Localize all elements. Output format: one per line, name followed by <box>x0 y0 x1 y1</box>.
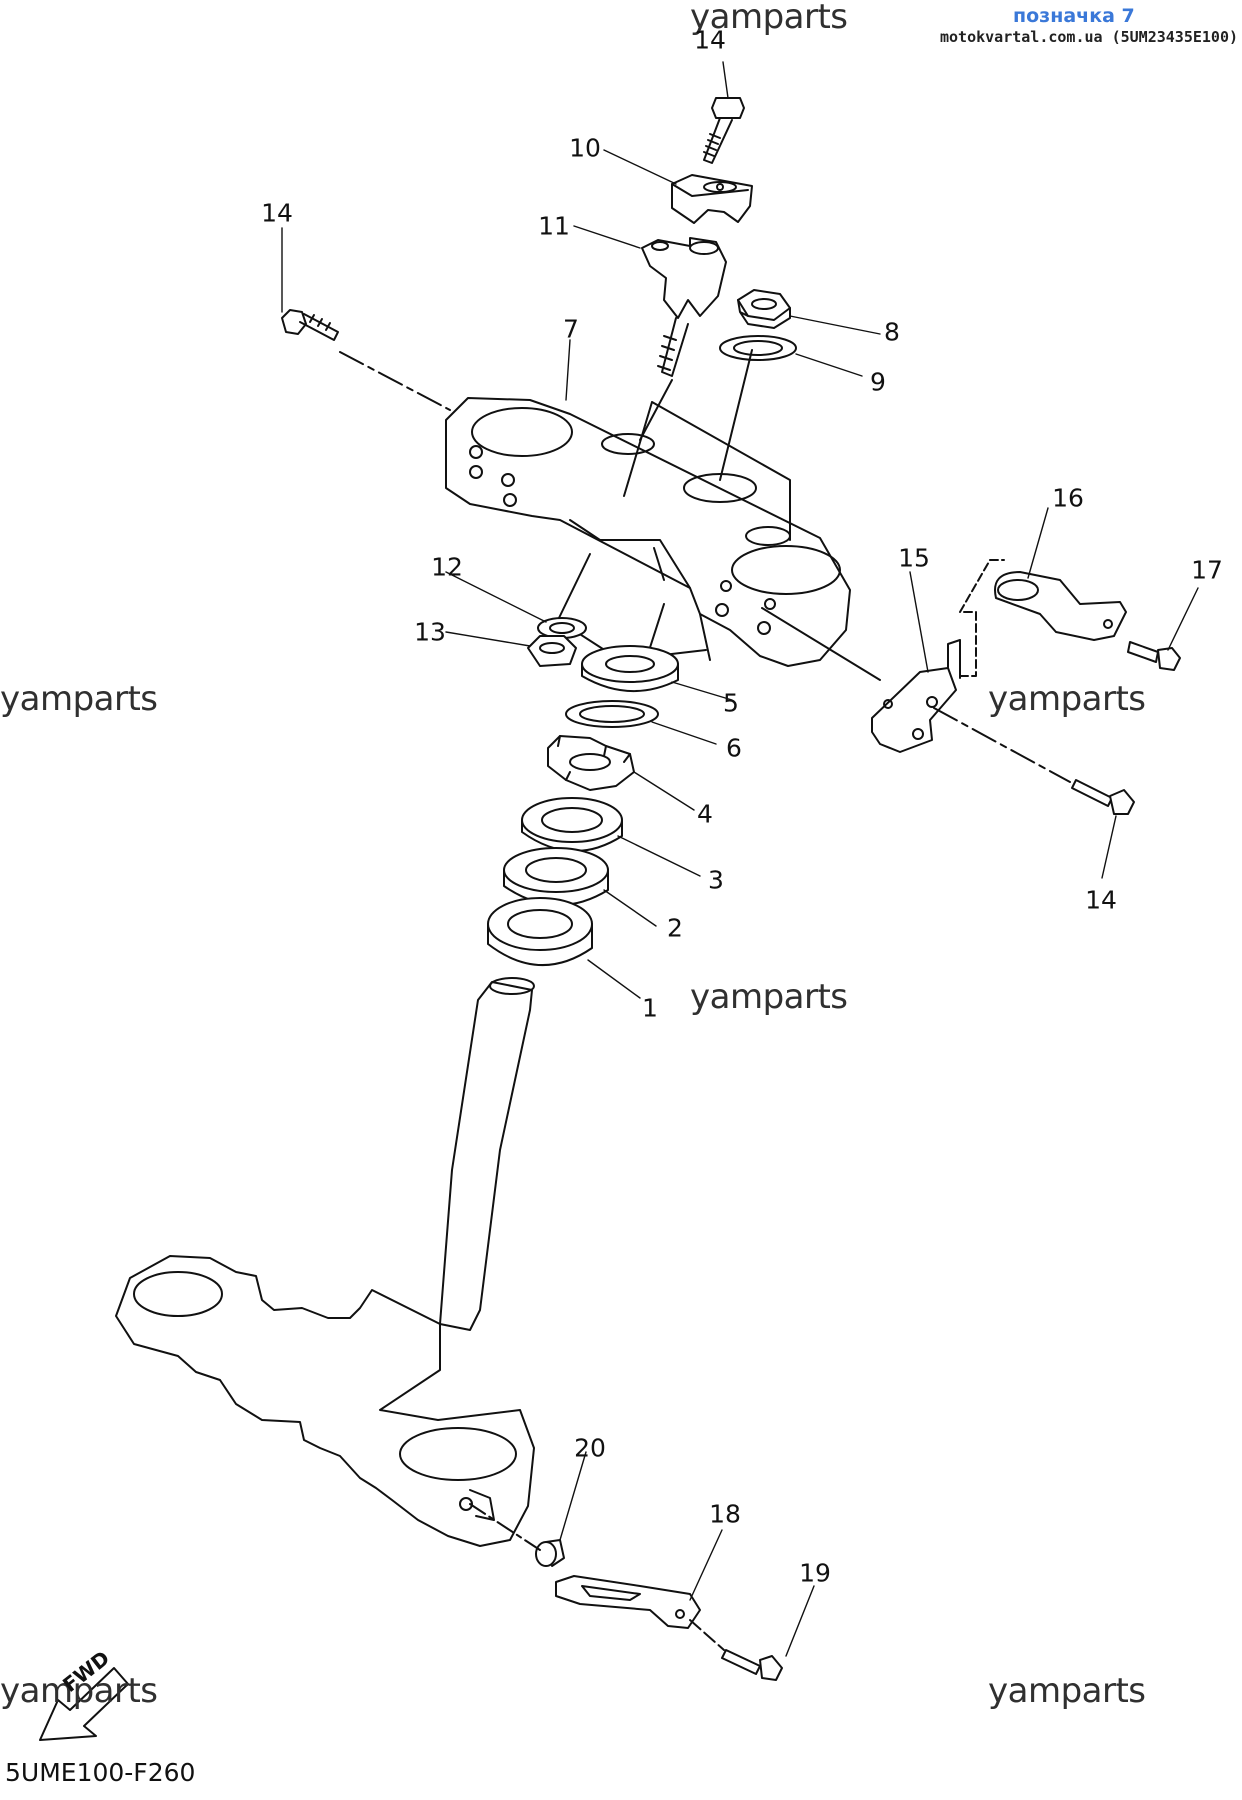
part-13-nut <box>527 635 577 667</box>
watermark: yamparts <box>988 1671 1146 1711</box>
callout-3: 3 <box>708 865 724 895</box>
header-source: motokvartal.com.ua (5UM23435E100) <box>940 28 1239 46</box>
leader-dash-9 <box>719 349 753 481</box>
watermark: yamparts <box>0 1671 158 1711</box>
part-14-bolt-left <box>281 309 339 341</box>
part-10-handlebar-holder-upper <box>671 174 753 224</box>
callout-5: 5 <box>723 688 739 718</box>
callout-4: 4 <box>697 799 713 829</box>
leader-dash-20 <box>469 1503 541 1551</box>
callout-6: 6 <box>726 733 742 763</box>
fwd-arrow <box>39 1667 129 1741</box>
callout-18: 18 <box>709 1499 741 1529</box>
leader-dash-16 <box>959 559 1005 677</box>
part-17-bolt <box>1127 641 1181 671</box>
header-title[interactable]: позначка 7 <box>1013 5 1135 27</box>
callout-10: 10 <box>569 133 601 163</box>
part-9-washer <box>719 335 797 361</box>
part-16-clamp <box>994 571 1127 641</box>
callout-19: 19 <box>799 1558 831 1588</box>
figure-code: 5UME100-F260 <box>5 1758 196 1787</box>
callout-13: 13 <box>414 617 446 647</box>
part-2-bearing <box>503 847 609 907</box>
part-14-bolt-top <box>703 97 745 164</box>
leader-dash-19 <box>689 1619 725 1651</box>
part-8-crown-nut <box>737 289 791 329</box>
callout-20: 20 <box>574 1433 606 1463</box>
callout-8: 8 <box>884 317 900 347</box>
callout-15: 15 <box>898 543 930 573</box>
watermark: yamparts <box>0 679 158 719</box>
part-15-bracket <box>871 639 961 753</box>
leader-dash-7 <box>623 401 791 541</box>
part-3-bearing-race <box>521 797 623 853</box>
callout-16: 16 <box>1052 483 1084 513</box>
leader-15 <box>761 607 881 681</box>
part-7-upper-bracket <box>445 397 851 667</box>
part-20-collar <box>535 1539 565 1567</box>
callout-9: 9 <box>870 367 886 397</box>
leader-bolt-left <box>339 351 451 411</box>
callout-14-right: 14 <box>1085 885 1117 915</box>
callout-11: 11 <box>538 211 570 241</box>
leader-dash-11 <box>639 379 673 441</box>
watermark: yamparts <box>690 977 848 1017</box>
part-14-bolt-right <box>1071 779 1135 815</box>
callout-leaders <box>281 61 1199 1657</box>
callout-7: 7 <box>563 314 579 344</box>
part-19-bolt <box>721 1649 783 1681</box>
callout-1: 1 <box>642 993 658 1023</box>
part-11-handlebar-holder-lower <box>641 237 727 377</box>
part-5-oil-seal <box>581 645 679 693</box>
steering-stem-lower-bracket <box>115 977 535 1547</box>
callout-14-left: 14 <box>261 198 293 228</box>
part-6-washer <box>565 700 659 728</box>
part-4-ring-nut <box>547 735 635 791</box>
leader-bolt-right <box>933 707 1071 783</box>
callout-12: 12 <box>431 552 463 582</box>
watermark: yamparts <box>690 0 848 37</box>
callout-2: 2 <box>667 913 683 943</box>
part-1-bearing-lower <box>487 897 593 967</box>
callout-17: 17 <box>1191 555 1223 585</box>
part-18-guide <box>555 1575 701 1629</box>
watermark: yamparts <box>988 679 1146 719</box>
callout-14-top: 14 <box>694 25 726 55</box>
